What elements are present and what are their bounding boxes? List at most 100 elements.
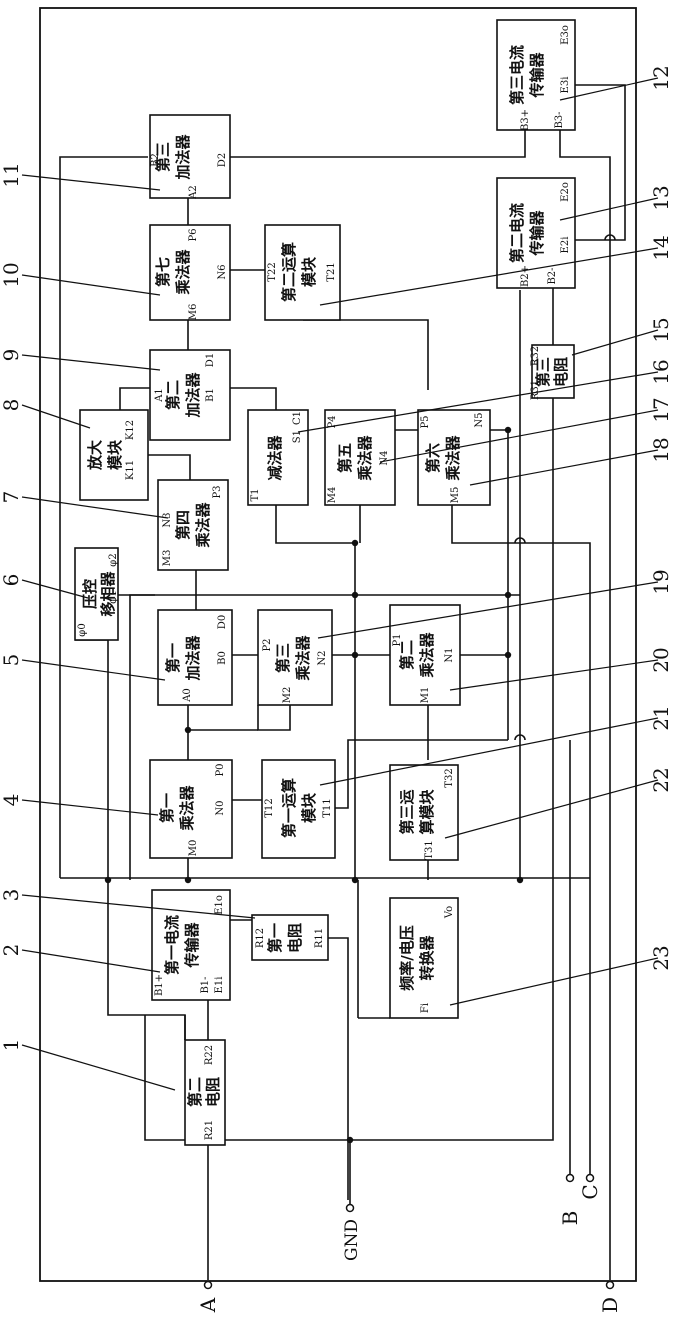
ref-8: 8 [0,399,23,412]
block-third-multiplier: 第三 乘法器 P2 M2 N2 [258,610,332,705]
block-fourth-multiplier: 第四 乘法器 P3 N3 M3 [158,480,228,570]
svg-text:B0: B0 [217,651,228,665]
svg-text:第一运算: 第一运算 [280,778,298,838]
svg-text:加法器: 加法器 [174,134,192,181]
ref-19: 19 [649,569,673,594]
svg-text:N4: N4 [379,450,390,465]
svg-text:E3i: E3i [560,77,571,94]
svg-text:模块: 模块 [300,256,318,287]
svg-text:N1: N1 [444,647,455,662]
ref-21: 21 [649,705,673,730]
ref-4: 4 [0,794,23,807]
svg-text:第七: 第七 [154,257,172,287]
svg-text:第三: 第三 [274,643,292,673]
svg-text:B1: B1 [205,388,216,402]
svg-text:第一: 第一 [164,643,182,673]
svg-text:K12: K12 [125,420,136,440]
svg-text:第二电流: 第二电流 [508,203,526,263]
svg-text:第二: 第二 [164,380,182,410]
svg-text:第一电流: 第一电流 [163,915,181,975]
svg-text:第三电流: 第三电流 [508,45,526,105]
svg-text:模块: 模块 [300,792,318,823]
terminal-a-node [205,1282,212,1289]
svg-text:第二: 第二 [186,1077,204,1107]
svg-text:R32: R32 [530,346,541,366]
svg-text:M1: M1 [420,687,431,704]
svg-text:M6: M6 [188,304,199,321]
svg-text:减法器: 减法器 [266,435,284,481]
svg-text:B2: B2 [150,153,161,167]
svg-text:电阻: 电阻 [286,923,304,953]
svg-text:M0: M0 [188,840,199,857]
svg-text:电阻: 电阻 [204,1077,222,1107]
svg-text:N0: N0 [215,800,226,815]
terminal-a-label: A [196,1297,220,1313]
svg-text:乘法器: 乘法器 [178,785,196,832]
svg-text:N6: N6 [217,264,228,279]
svg-text:D1: D1 [205,353,216,367]
svg-text:D2: D2 [217,153,228,167]
svg-text:φ0: φ0 [77,623,88,636]
block-first-resistor: 第一 电阻 R12 R11 [252,915,328,960]
svg-text:E2o: E2o [560,182,571,202]
svg-text:B2-: B2- [547,267,558,284]
terminals: A GND B C D [196,1175,622,1314]
block-fifth-multiplier: 第五 乘法器 P4 M4 N4 [325,410,395,505]
ref-14: 14 [649,235,673,260]
block-amplifier: 放大 模块 K12 K11 [80,410,148,500]
svg-text:转换器: 转换器 [418,935,436,981]
svg-text:频率/电压: 频率/电压 [398,925,416,990]
block-first-multiplier: 第一 乘法器 P0 N0 M0 [150,760,232,858]
ref-15: 15 [649,317,673,342]
svg-text:P1: P1 [392,633,403,646]
ref-17: 17 [649,397,673,422]
svg-text:B2+: B2+ [520,265,531,287]
terminal-gnd-node [347,1205,354,1212]
svg-text:B3+: B3+ [520,109,531,131]
ref-20: 20 [649,647,673,672]
terminal-c-label: C [578,1184,602,1199]
svg-text:P3: P3 [212,485,223,498]
svg-text:E2i: E2i [560,237,571,254]
block-first-adder: 第一 加法器 D0 B0 A0 [158,610,232,705]
ref-11: 11 [0,162,23,187]
block-sixth-multiplier: 第六 乘法器 P5 M5 N5 [418,410,490,505]
svg-text:T22: T22 [267,262,278,281]
svg-text:R21: R21 [204,1120,215,1140]
svg-text:M3: M3 [162,550,173,567]
svg-text:第三运: 第三运 [398,789,416,834]
block-seventh-multiplier: 第七 乘法器 P6 M6 N6 [150,225,230,320]
svg-text:R12: R12 [255,928,266,948]
svg-text:T12: T12 [264,798,275,817]
svg-text:加法器: 加法器 [184,372,202,419]
svg-text:放大: 放大 [86,440,104,471]
svg-text:Fi: Fi [420,1003,431,1013]
svg-text:B1-: B1- [200,976,211,993]
svg-text:T1: T1 [250,488,261,501]
svg-text:第六: 第六 [424,443,442,473]
svg-text:T21: T21 [326,262,337,281]
svg-text:第二运算: 第二运算 [280,242,298,302]
terminal-b-node [567,1175,574,1182]
terminal-d-label: D [598,1297,622,1313]
svg-text:第一: 第一 [266,923,284,953]
wire-left-bus [60,157,148,878]
svg-text:N2: N2 [317,650,328,665]
svg-text:乘法器: 乘法器 [356,435,374,482]
svg-text:B1+: B1+ [154,974,165,996]
svg-text:E1o: E1o [214,895,225,915]
svg-text:乘法器: 乘法器 [418,632,436,679]
ref-7: 7 [0,491,23,504]
block-second-adder: 第二 加法器 A1 D1 B1 [150,350,230,440]
svg-text:传输器: 传输器 [183,922,201,969]
ref-3: 3 [0,889,23,902]
svg-text:A1: A1 [154,388,165,403]
svg-text:乘法器: 乘法器 [194,502,212,549]
svg-text:K11: K11 [125,460,136,480]
svg-text:A2: A2 [188,185,199,200]
svg-text:电阻: 电阻 [552,357,570,387]
block-first-op: 第一运算 模块 T12 T11 [262,760,335,858]
svg-text:B3-: B3- [554,111,565,128]
